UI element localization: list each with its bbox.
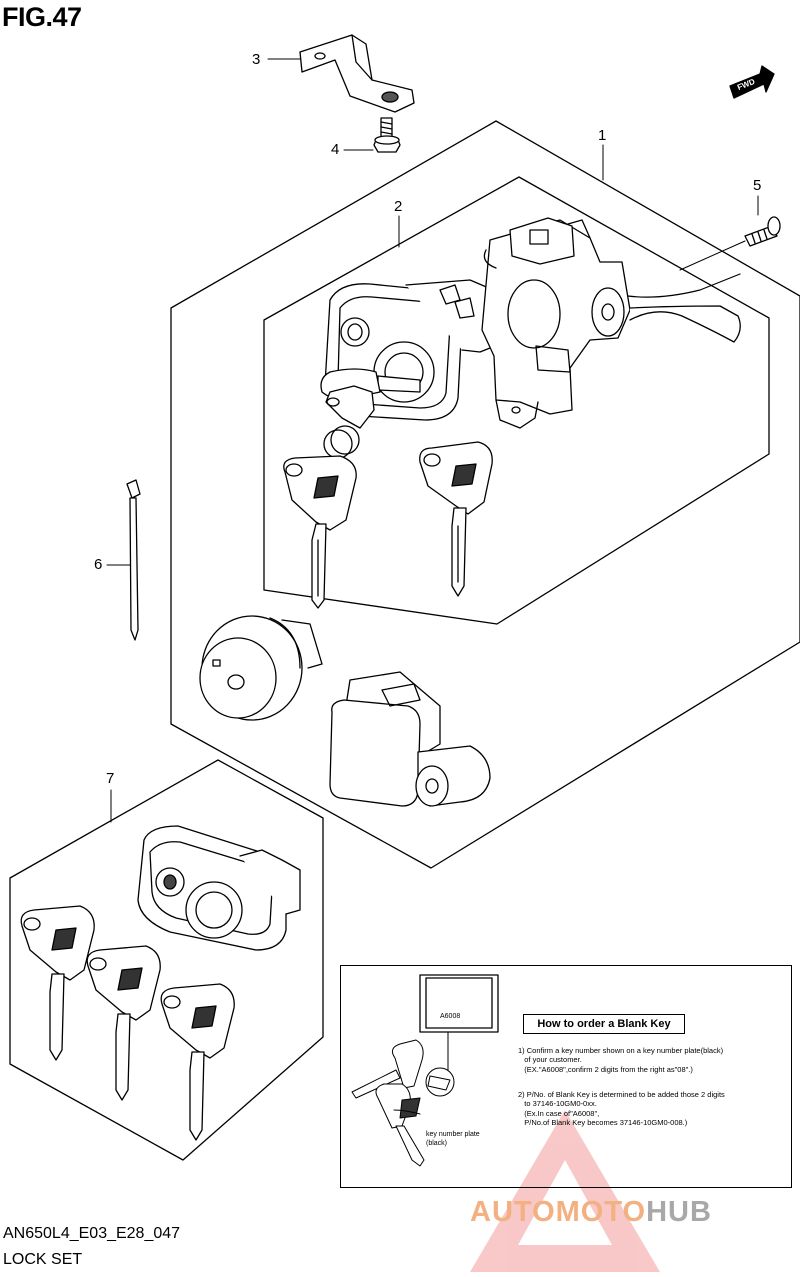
group-1-outline <box>170 120 800 869</box>
key-number-plate-illustration <box>419 974 499 1071</box>
figure-title: FIG.47 <box>2 2 82 32</box>
note-2-line-3: (Ex.In case of"A6008", <box>518 1108 600 1118</box>
screw-part-5 <box>679 216 781 271</box>
note-2-line-2: to 37146-10GM0-0xx. <box>518 1099 597 1109</box>
callout-4: 4 <box>331 141 340 158</box>
key-plate-code: A6008 <box>440 1013 461 1020</box>
bracket-part-3 <box>299 34 415 113</box>
callout-1: 1 <box>598 127 607 144</box>
key-2-part-7 <box>86 945 161 1101</box>
note-1-line-2: of your customer. <box>518 1055 582 1065</box>
bolt-part-4 <box>373 117 401 153</box>
key-3-part-7 <box>160 983 235 1141</box>
key-plate-caption: key number plate (black) <box>426 1131 480 1147</box>
note-2-line-4: P/No.of Blank Key becomes 37146-10GM0-00… <box>518 1118 688 1128</box>
round-lock-cylinder <box>199 615 323 721</box>
callout-6: 6 <box>94 556 103 573</box>
blank-key-order-title: How to order a Blank Key <box>523 1014 685 1034</box>
watermark-triangle <box>470 1110 660 1272</box>
leader-lines <box>106 58 759 823</box>
watermark-text-automoto: AUTOMOTO <box>470 1196 647 1228</box>
note-1-line-3: (EX."A6008",confirm 2 digits from the ri… <box>518 1064 693 1074</box>
key-1-part-7 <box>20 905 95 1061</box>
callout-2: 2 <box>394 198 403 215</box>
fwd-arrow-icon <box>729 65 775 99</box>
watermark-text-hub: HUB <box>646 1196 712 1228</box>
note-2-line-1: 2) P/No. of Blank Key is determined to b… <box>518 1090 725 1099</box>
rectangular-lock-cylinder <box>329 671 491 807</box>
note-2: 2) P/No. of Blank Key is determined to b… <box>518 1090 778 1128</box>
group-7-outline <box>9 759 324 1161</box>
callout-5: 5 <box>753 177 762 194</box>
blank-key-illustration <box>351 1039 455 1167</box>
group-2-outline <box>263 176 770 625</box>
note-1: 1) Confirm a key number shown on a key n… <box>518 1046 778 1074</box>
cable-tie-part-6 <box>126 479 141 641</box>
key-right-box-2 <box>419 441 493 597</box>
lock-set-part-7 <box>137 825 301 951</box>
watermark-logo: AUTOMOTOHUB <box>470 1196 712 1229</box>
blank-key-info-box <box>340 965 792 1188</box>
callout-7: 7 <box>106 770 115 787</box>
ignition-switch-part-2 <box>320 217 741 459</box>
key-left-box-2 <box>283 455 357 609</box>
figure-code: AN650L4_E03_E28_047 <box>3 1225 181 1242</box>
figure-name: LOCK SET <box>3 1251 83 1268</box>
callout-3: 3 <box>252 51 261 68</box>
note-1-line-1: 1) Confirm a key number shown on a key n… <box>518 1046 724 1055</box>
